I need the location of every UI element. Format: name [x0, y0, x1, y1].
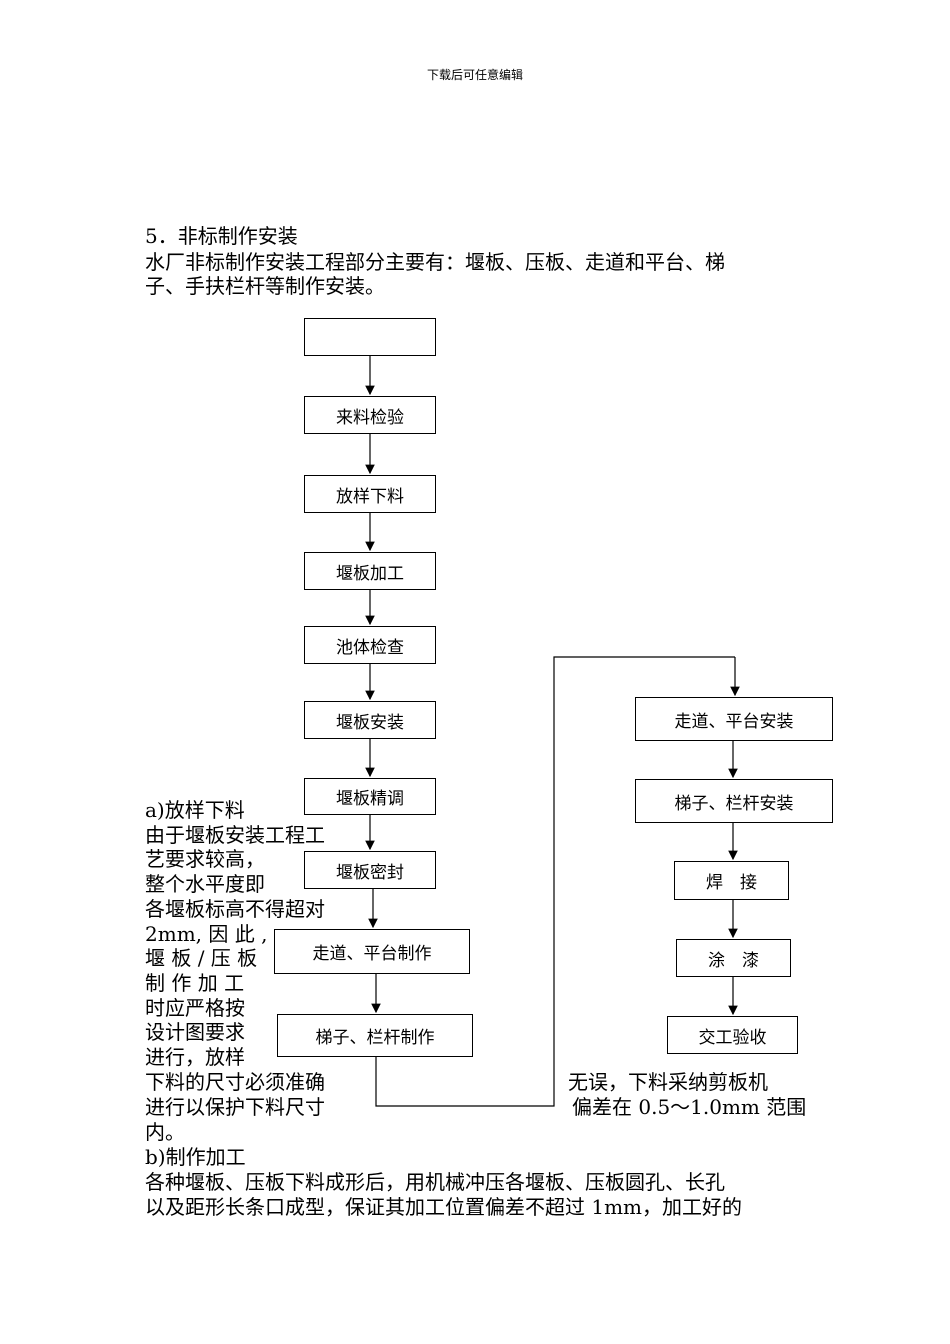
subsection-a-line: 由于堰板安装工程工	[145, 823, 325, 847]
intro-line-1: 水厂非标制作安装工程部分主要有：堰板、压板、走道和平台、梯	[145, 250, 725, 274]
flow-step-ladder-railing-fabrication: 梯子、栏杆制作	[277, 1014, 473, 1057]
intro-line-2: 子、手扶栏杆等制作安装。	[145, 274, 385, 298]
subsection-a-line: 进行，放样	[145, 1045, 245, 1069]
subsection-a-right-line: 无误，下料采纳剪板机	[568, 1070, 768, 1094]
flow-step-weir-plate-sealing: 堰板密封	[304, 851, 436, 889]
flow-step-weir-plate-installation: 堰板安装	[304, 701, 436, 739]
subsection-a-line: 整个水平度即	[145, 872, 265, 896]
subsection-a-line: 堰 板 / 压 板	[145, 946, 258, 970]
subsection-a-line: 设计图要求	[145, 1020, 245, 1044]
flow-step-material-inspection: 来料检验	[304, 396, 436, 434]
section-title: 5．非标制作安装	[145, 224, 298, 248]
flow-step-walkway-platform-installation: 走道、平台安装	[635, 697, 833, 741]
flow-step-blank	[304, 318, 436, 356]
subsection-a-line: 进行以保护下料尺寸	[145, 1095, 325, 1119]
flow-step-layout-cutting: 放样下料	[304, 475, 436, 513]
subsection-a-line: 制 作 加 工	[145, 971, 245, 995]
flow-step-welding: 焊 接	[674, 861, 789, 900]
flow-step-weir-plate-fine-tuning: 堰板精调	[304, 778, 436, 815]
subsection-a-right-line: 偏差在 0.5～1.0mm 范围	[572, 1095, 807, 1119]
subsection-a-line: 内。	[145, 1120, 185, 1144]
subsection-b-line: 以及距形长条口成型，保证其加工位置偏差不超过 1mm，加工好的	[145, 1195, 743, 1219]
flow-step-painting: 涂 漆	[676, 939, 791, 977]
flow-step-ladder-railing-installation: 梯子、栏杆安装	[635, 779, 833, 823]
flow-step-weir-plate-processing: 堰板加工	[304, 552, 436, 590]
subsection-a-line: 各堰板标高不得超对	[145, 897, 325, 921]
flow-step-handover-acceptance: 交工验收	[667, 1016, 798, 1054]
subsection-b-line: 各种堰板、压板下料成形后，用机械冲压各堰板、压板圆孔、长孔	[145, 1170, 725, 1194]
subsection-a-line: 2mm, 因 此 ,	[145, 922, 268, 946]
subsection-a-line: 艺要求较高，	[145, 847, 265, 871]
subsection-a-line: 时应严格按	[145, 996, 245, 1020]
subsection-a-title: a)放样下料	[145, 798, 245, 822]
subsection-b-title: b)制作加工	[145, 1145, 246, 1169]
subsection-a-line: 下料的尺寸必须准确	[145, 1070, 325, 1094]
page-header-note: 下载后可任意编辑	[426, 68, 523, 82]
flow-step-walkway-platform-fabrication: 走道、平台制作	[274, 929, 470, 974]
flow-step-tank-inspection: 池体检查	[304, 626, 436, 664]
